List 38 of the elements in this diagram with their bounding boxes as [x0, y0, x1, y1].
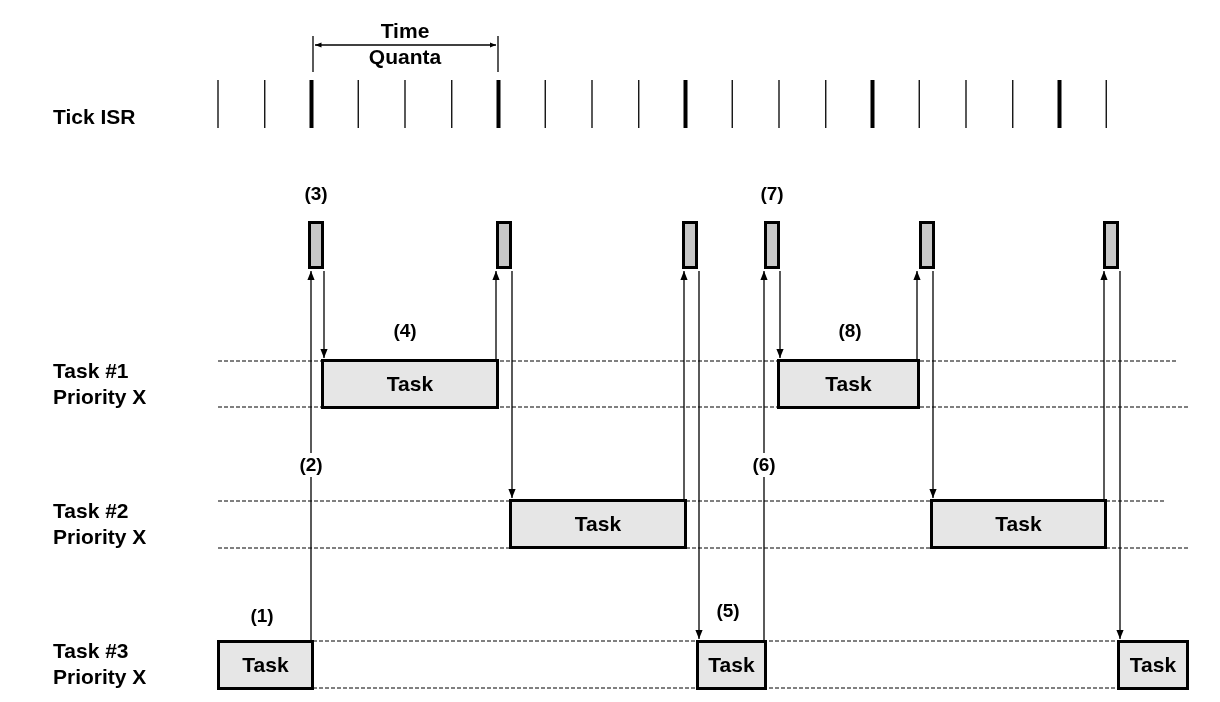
- arrow: [913, 270, 921, 360]
- arrow: [680, 270, 688, 500]
- task-box: Task: [321, 359, 499, 409]
- task-box: Task: [509, 499, 687, 549]
- arrow: [508, 270, 516, 499]
- dimension-label: Time Quanta: [367, 18, 443, 70]
- callout-number: (8): [838, 320, 862, 342]
- kernel-run-bar: [496, 221, 512, 269]
- callout-number: (4): [393, 320, 417, 342]
- arrow: [492, 270, 500, 360]
- arrow: [929, 270, 937, 499]
- task-box: Task: [930, 499, 1107, 549]
- arrow: [1116, 270, 1124, 640]
- kernel-run-bar: [1103, 221, 1119, 269]
- task-box: Task: [696, 640, 767, 690]
- callout-number: (1): [250, 605, 274, 627]
- row-label: Task #2 Priority X: [53, 498, 148, 550]
- kernel-run-bar: [764, 221, 780, 269]
- kernel-run-bar: [682, 221, 698, 269]
- kernel-run-bar: [919, 221, 935, 269]
- arrow: [307, 270, 315, 641]
- arrow: [776, 270, 784, 359]
- arrow: [320, 270, 328, 359]
- arrow: [695, 270, 703, 640]
- row-label: Tick ISR: [53, 104, 137, 130]
- row-label: Task #1 Priority X: [53, 358, 148, 410]
- task-box: Task: [777, 359, 920, 409]
- row-label: Task #3 Priority X: [53, 638, 148, 690]
- arrow: [760, 270, 768, 641]
- edge-label: (6): [750, 453, 778, 477]
- kernel-run-bar: [308, 221, 324, 269]
- task-box: Task: [1117, 640, 1189, 690]
- edge-label: (2): [297, 453, 325, 477]
- callout-number: (3): [304, 183, 328, 205]
- callout-number: (5): [716, 600, 740, 622]
- arrow: [1100, 270, 1108, 500]
- task-box: Task: [217, 640, 314, 690]
- callout-number: (7): [760, 183, 784, 205]
